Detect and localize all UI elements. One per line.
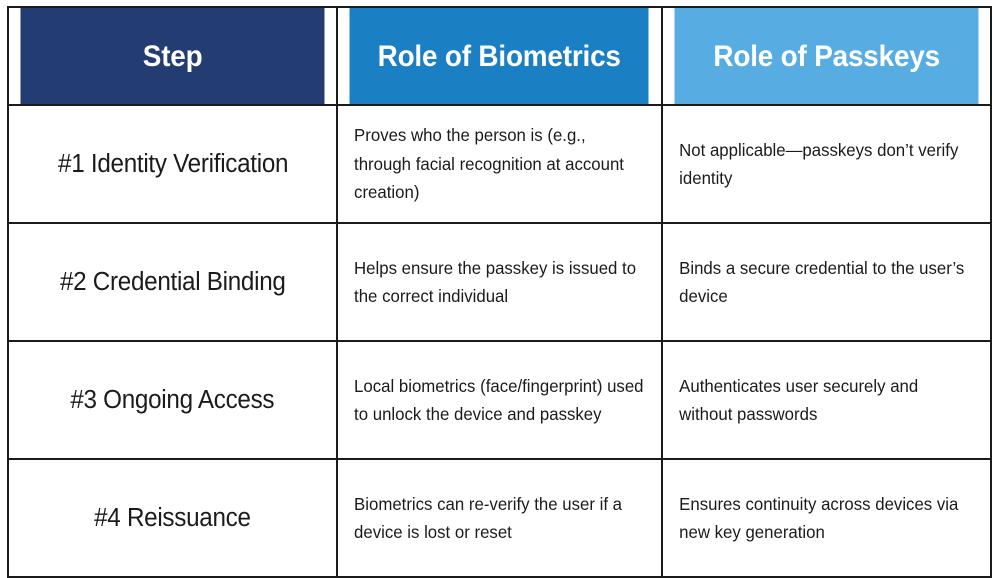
comparison-table: Step Role of Biometrics Role of Passkeys… — [6, 6, 993, 578]
cell-passkeys-3: Authenticates user securely and without … — [660, 340, 993, 460]
cell-step-4: #4 Reissuance — [6, 458, 339, 578]
page-canvas: Step Role of Biometrics Role of Passkeys… — [6, 6, 993, 578]
biometrics-text-2: Helps ensure the passkey is issued to th… — [354, 257, 637, 306]
passkeys-text-3: Authenticates user securely and without … — [678, 375, 918, 424]
cell-passkeys-4: Ensures continuity across devices via ne… — [660, 458, 993, 578]
cell-biometrics-2: Helps ensure the passkey is issued to th… — [336, 222, 663, 342]
column-header-step: Step — [18, 6, 327, 106]
biometrics-text-4: Biometrics can re-verify the user if a d… — [354, 493, 623, 542]
cell-biometrics-1: Proves who the person is (e.g., through … — [336, 104, 663, 224]
cell-step-2: #2 Credential Binding — [6, 222, 339, 342]
cell-biometrics-4: Biometrics can re-verify the user if a d… — [336, 458, 663, 578]
biometrics-text-3: Local biometrics (face/fingerprint) used… — [354, 375, 644, 424]
header-row: Step Role of Biometrics Role of Passkeys — [8, 6, 991, 106]
cell-step-1: #1 Identity Verification — [6, 104, 339, 224]
table-row: #2 Credential Binding Helps ensure the p… — [6, 222, 993, 342]
table-header: Step Role of Biometrics Role of Passkeys — [8, 6, 991, 106]
biometrics-text-1: Proves who the person is (e.g., through … — [354, 125, 625, 203]
table-row: #1 Identity Verification Proves who the … — [6, 104, 993, 224]
table-body: #1 Identity Verification Proves who the … — [6, 104, 993, 578]
table-row: #3 Ongoing Access Local biometrics (face… — [6, 340, 993, 460]
passkeys-text-2: Binds a secure credential to the user’s … — [678, 257, 964, 306]
passkeys-text-1: Not applicable—passkeys don’t verify ide… — [678, 139, 959, 188]
step-label-3: #3 Ongoing Access — [70, 385, 275, 414]
passkeys-text-4: Ensures continuity across devices via ne… — [678, 493, 959, 542]
step-label-4: #4 Reissuance — [94, 503, 251, 532]
cell-step-3: #3 Ongoing Access — [6, 340, 339, 460]
cell-biometrics-3: Local biometrics (face/fingerprint) used… — [336, 340, 663, 460]
table-row: #4 Reissuance Biometrics can re-verify t… — [6, 458, 993, 578]
column-header-role-of-passkeys: Role of Passkeys — [672, 6, 981, 106]
step-label-2: #2 Credential Binding — [59, 267, 286, 296]
step-label-1: #1 Identity Verification — [57, 149, 288, 178]
cell-passkeys-2: Binds a secure credential to the user’s … — [660, 222, 993, 342]
cell-passkeys-1: Not applicable—passkeys don’t verify ide… — [660, 104, 993, 224]
column-header-role-of-biometrics: Role of Biometrics — [347, 6, 652, 106]
